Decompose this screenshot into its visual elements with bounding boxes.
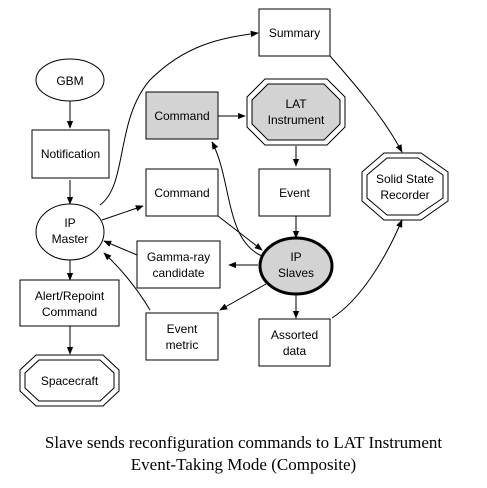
command-mid-label: Command bbox=[154, 186, 209, 200]
node-event: Event bbox=[258, 168, 331, 217]
edge-commandmid-ipslaves bbox=[217, 215, 263, 251]
edges bbox=[66, 30, 403, 355]
edge-ipslaves-commandtop bbox=[211, 141, 263, 257]
notification-label: Notification bbox=[41, 147, 100, 161]
node-assorted-data: Assorted data bbox=[258, 318, 331, 367]
gamma-label-line2: candidate bbox=[152, 266, 204, 280]
node-spacecraft: Spacecraft bbox=[19, 354, 120, 407]
edge-summary-ssr bbox=[329, 55, 403, 153]
ipmaster-label-line1: IP bbox=[64, 216, 75, 230]
event-label: Event bbox=[279, 186, 310, 200]
edge-assorted-ssr bbox=[331, 219, 403, 319]
node-gbm: GBM bbox=[35, 58, 105, 102]
node-ip-slaves: IP Slaves bbox=[258, 236, 334, 296]
node-ip-master: IP Master bbox=[35, 203, 105, 261]
lat-label-line1: LAT bbox=[285, 97, 307, 111]
ssr-label-line2: Recorder bbox=[380, 188, 429, 202]
edge-gamma-ipmaster bbox=[103, 240, 138, 256]
edge-ipslaves-eventmetric bbox=[219, 283, 267, 311]
caption-line2: Event-Taking Mode (Composite) bbox=[130, 455, 357, 474]
node-notification: Notification bbox=[31, 129, 110, 179]
node-lat-instrument: LAT Instrument bbox=[246, 78, 346, 146]
ipslaves-label-line2: Slaves bbox=[278, 266, 314, 280]
eventmetric-label-line2: metric bbox=[166, 338, 199, 352]
caption-line1: Slave sends reconfiguration commands to … bbox=[44, 433, 443, 452]
edge-ipmaster-summary bbox=[99, 30, 259, 206]
command-top-label: Command bbox=[154, 109, 209, 123]
ssr-label-line1: Solid State bbox=[376, 172, 434, 186]
node-gamma-ray-candidate: Gamma-ray candidate bbox=[136, 240, 221, 289]
ipmaster-label-line2: Master bbox=[52, 232, 89, 246]
lat-label-line2: Instrument bbox=[268, 113, 325, 127]
node-command-mid: Command bbox=[145, 168, 219, 217]
node-solid-state-recorder: Solid State Recorder bbox=[361, 152, 449, 221]
node-event-metric: Event metric bbox=[145, 312, 219, 361]
node-command-top: Command bbox=[145, 91, 219, 140]
node-alert-repoint-command: Alert/Repoint Command bbox=[19, 279, 120, 327]
assorted-label-line1: Assorted bbox=[271, 328, 318, 342]
eventmetric-label-line1: Event bbox=[167, 322, 198, 336]
alert-label-line2: Command bbox=[42, 305, 97, 319]
node-summary: Summary bbox=[258, 8, 331, 57]
alert-label-line1: Alert/Repoint bbox=[35, 289, 105, 303]
edge-ipmaster-commandmid bbox=[101, 205, 144, 221]
summary-label: Summary bbox=[269, 26, 320, 40]
gamma-label-line1: Gamma-ray bbox=[147, 250, 210, 264]
spacecraft-label: Spacecraft bbox=[41, 374, 99, 388]
edge-eventmetric-ipmaster bbox=[103, 252, 151, 311]
gbm-label: GBM bbox=[56, 74, 83, 88]
ipslaves-label-line1: IP bbox=[290, 250, 301, 264]
assorted-label-line2: data bbox=[283, 344, 307, 358]
